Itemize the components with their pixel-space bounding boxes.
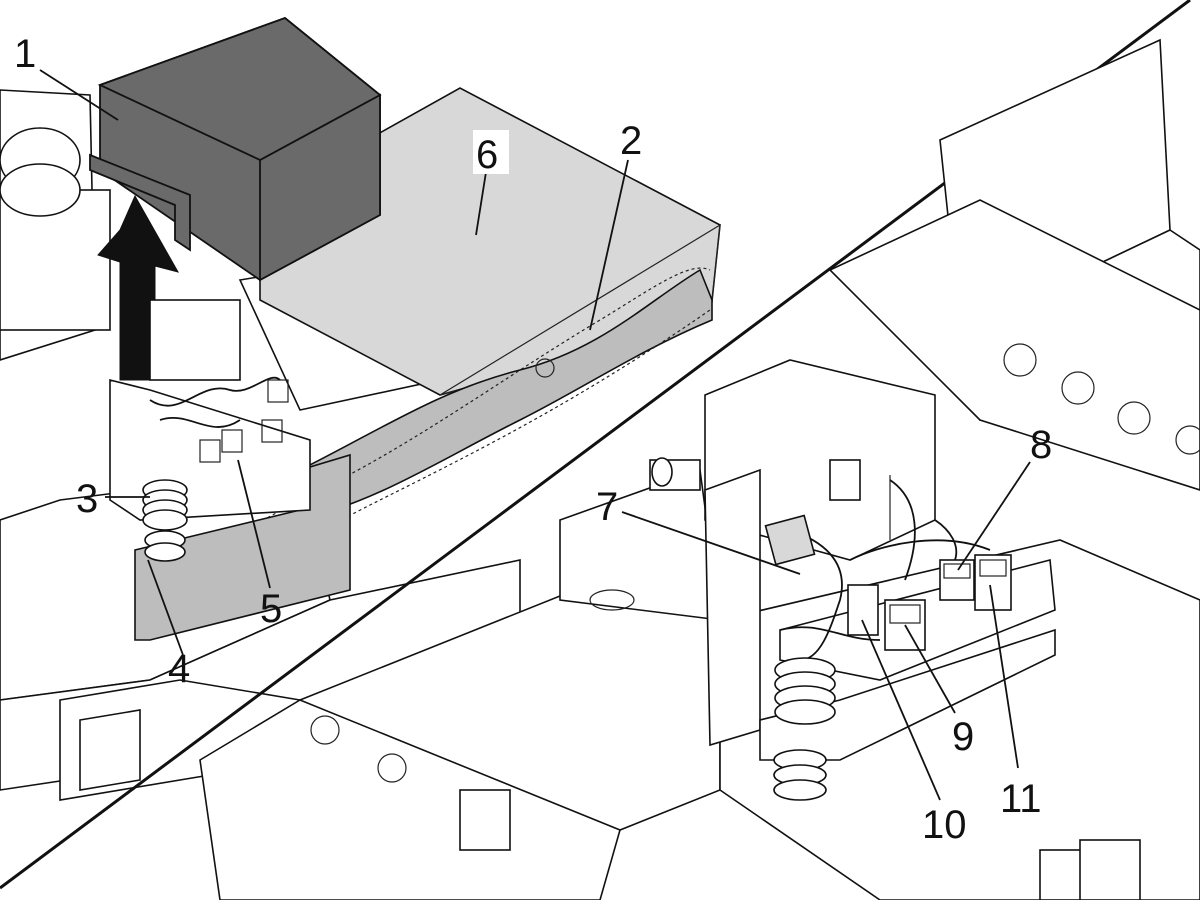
callout-5: 5: [260, 587, 282, 631]
corrugated-hose-left: [142, 479, 188, 562]
connector-block-10: [847, 584, 879, 636]
front-bracket: [704, 468, 761, 747]
callout-3: 3: [76, 477, 98, 521]
callout-7: 7: [596, 485, 618, 529]
callout-6-bg: [473, 130, 509, 174]
connector-block-8: [939, 559, 975, 601]
callout-2: 2: [620, 119, 642, 163]
callout-1: 1: [14, 32, 36, 76]
electronics-bracket: [109, 378, 311, 521]
corrugated-hose-right: [773, 657, 836, 801]
callout-8: 8: [1030, 423, 1052, 467]
callout-11: 11: [1000, 777, 1042, 821]
right-view: [199, 38, 1200, 900]
callout-4: 4: [168, 647, 190, 691]
callout-6: 6: [476, 133, 498, 177]
connector-block-9: [884, 599, 926, 651]
seal-panel: [299, 268, 713, 522]
callout-10: 10: [922, 803, 967, 847]
callout-9: 9: [952, 715, 974, 759]
callouts: 1 2 6 3 5 4 7 8 9 10 11: [14, 32, 1052, 847]
